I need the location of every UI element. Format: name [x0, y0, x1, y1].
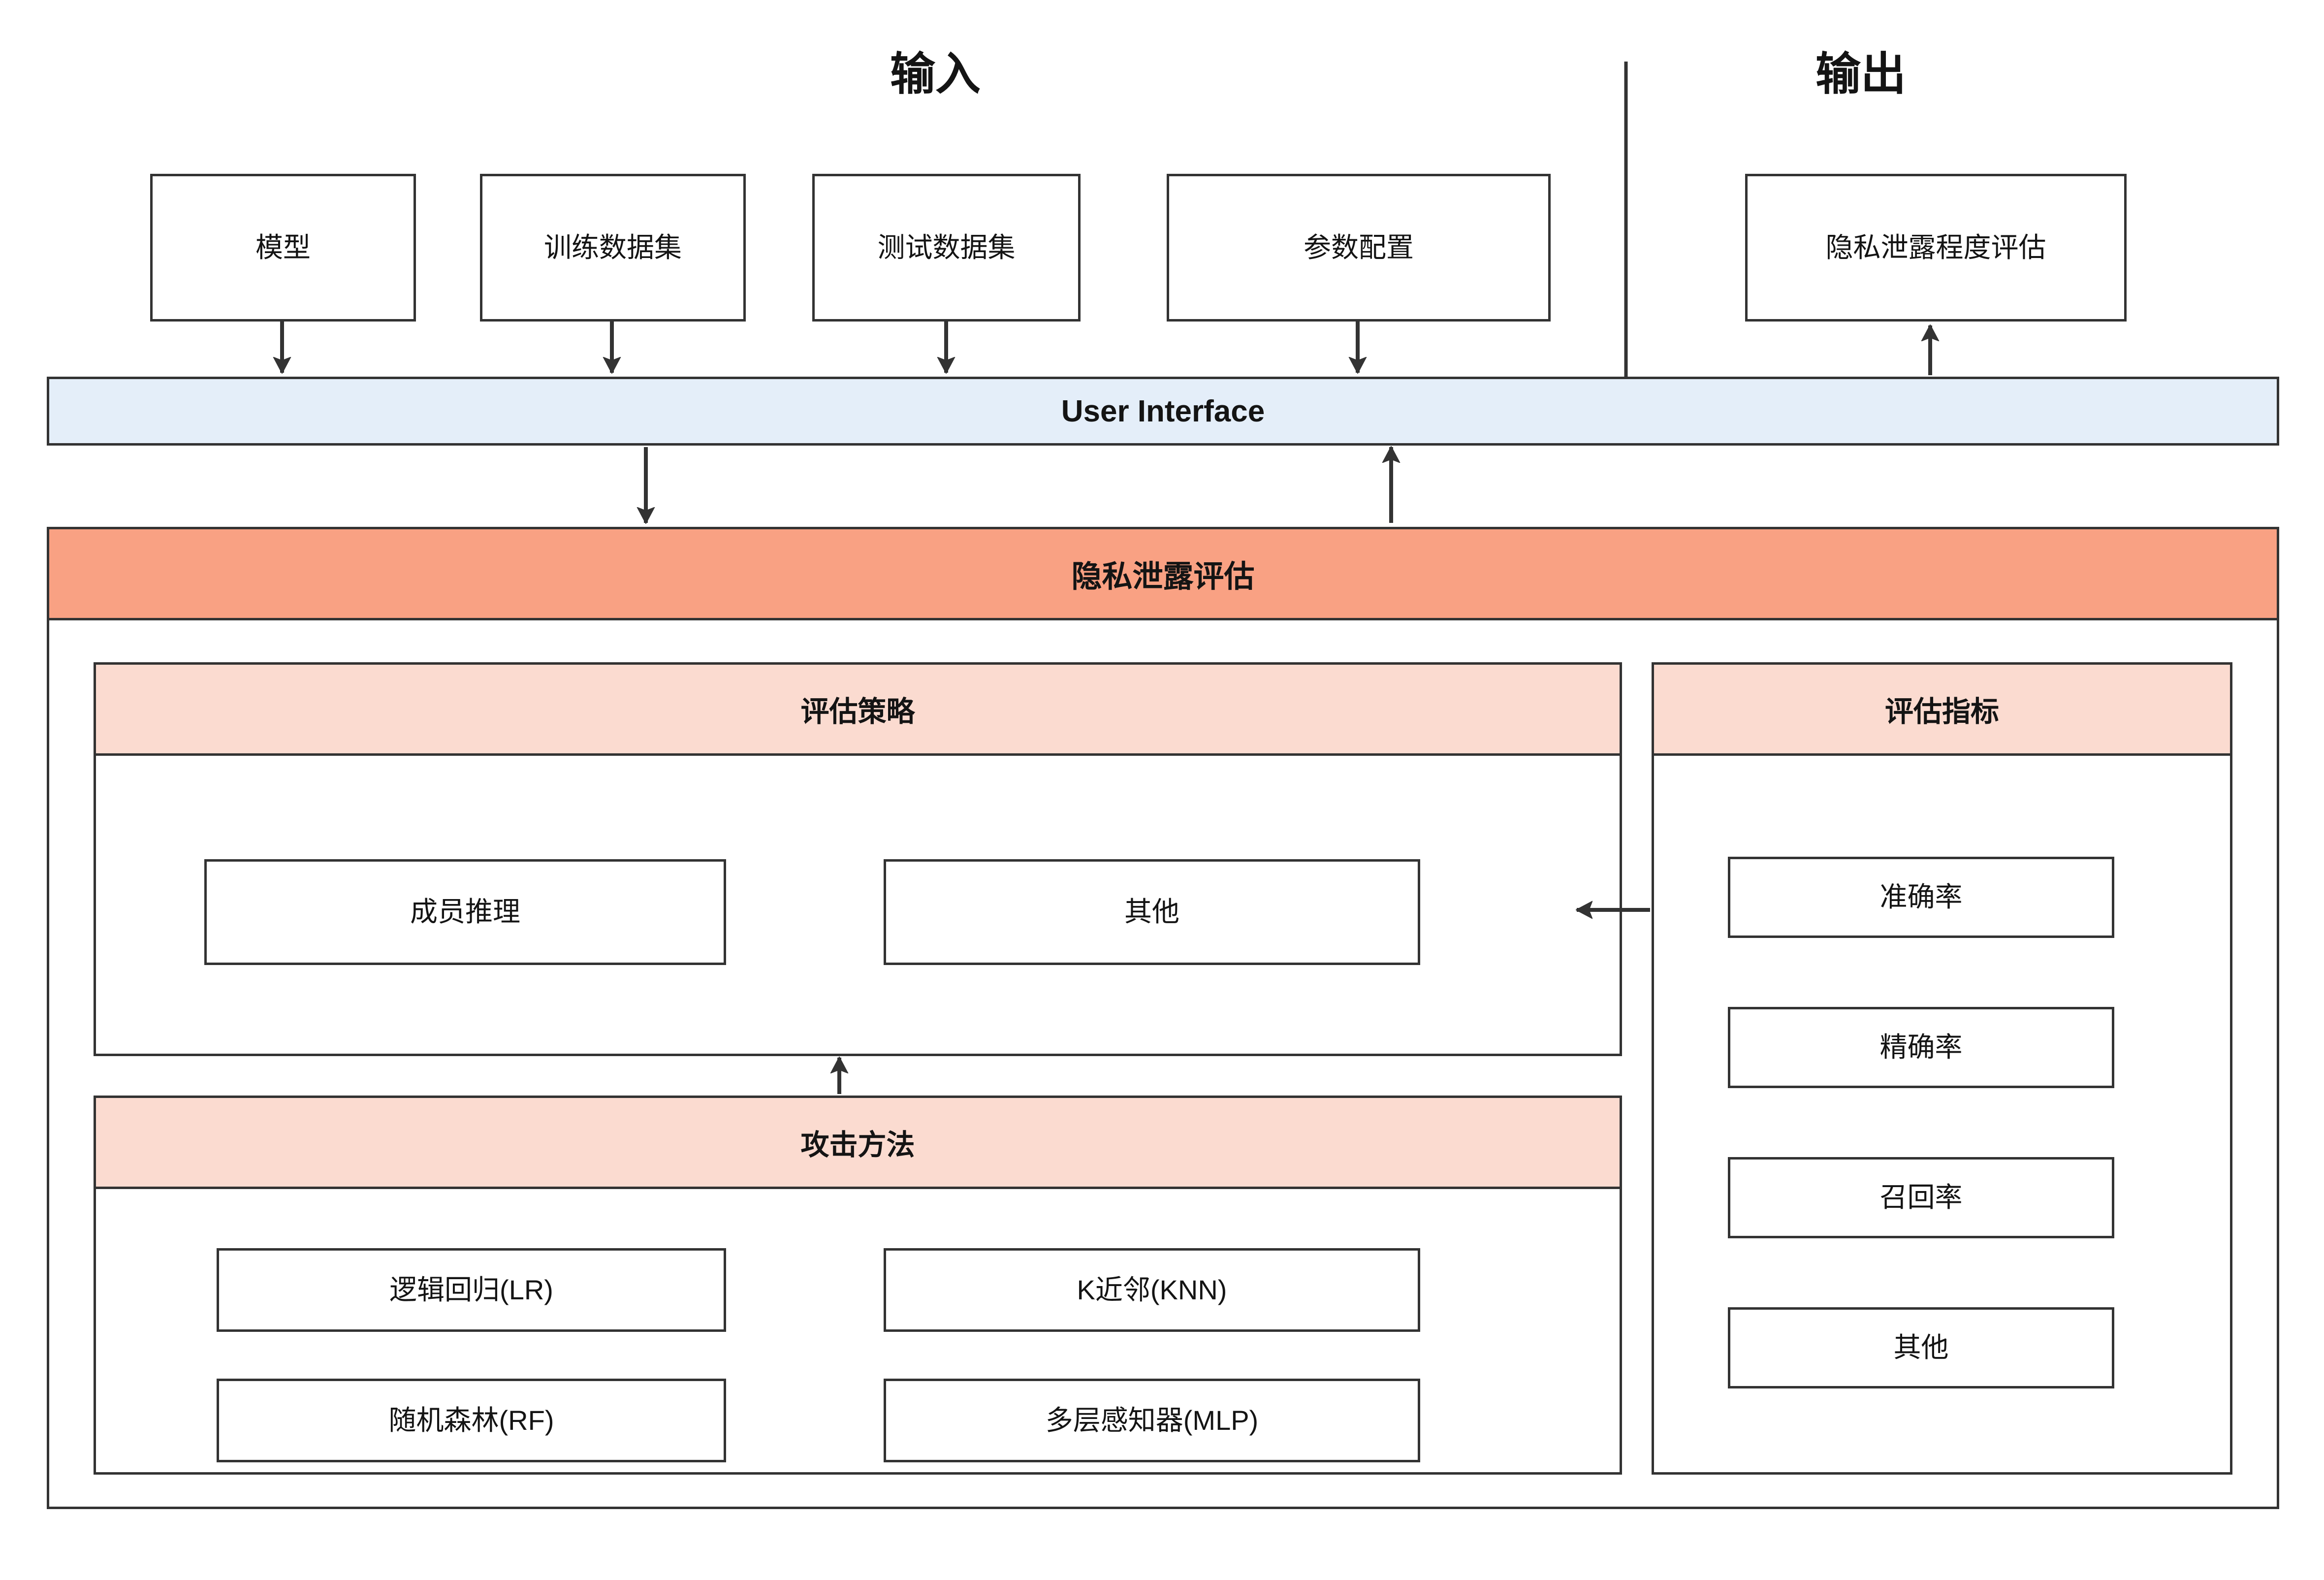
section-title-output: 输出	[1815, 49, 1906, 99]
metrics-panel-header[interactable]: 评估指标	[1652, 662, 2232, 756]
strategy-item-membership-inference[interactable]: 成员推理	[204, 859, 726, 965]
input-node-training-dataset[interactable]: 训练数据集	[480, 174, 746, 322]
attack-item-random-forest[interactable]: 随机森林(RF)	[217, 1379, 726, 1462]
metric-item-recall[interactable]: 召回率	[1728, 1157, 2114, 1238]
attack-panel-header[interactable]: 攻击方法	[94, 1096, 1622, 1189]
metric-item-precision[interactable]: 精确率	[1728, 1007, 2114, 1088]
input-node-parameter-config[interactable]: 参数配置	[1167, 174, 1551, 322]
attack-item-multilayer-perceptron[interactable]: 多层感知器(MLP)	[884, 1379, 1420, 1462]
strategy-item-other[interactable]: 其他	[884, 859, 1420, 965]
main-band-privacy-leakage-assessment[interactable]: 隐私泄露评估	[47, 527, 2279, 620]
strategy-panel-header[interactable]: 评估策略	[94, 662, 1622, 756]
metric-item-other[interactable]: 其他	[1728, 1307, 2114, 1388]
output-node-privacy-leakage-assessment[interactable]: 隐私泄露程度评估	[1745, 174, 2127, 322]
input-node-test-dataset[interactable]: 测试数据集	[812, 174, 1081, 322]
user-interface-band[interactable]: User Interface	[47, 377, 2279, 446]
attack-item-logistic-regression[interactable]: 逻辑回归(LR)	[217, 1248, 726, 1332]
metric-item-accuracy[interactable]: 准确率	[1728, 857, 2114, 938]
attack-item-k-nearest-neighbors[interactable]: K近邻(KNN)	[884, 1248, 1420, 1332]
input-node-model[interactable]: 模型	[150, 174, 416, 322]
section-title-input: 输入	[890, 49, 981, 99]
